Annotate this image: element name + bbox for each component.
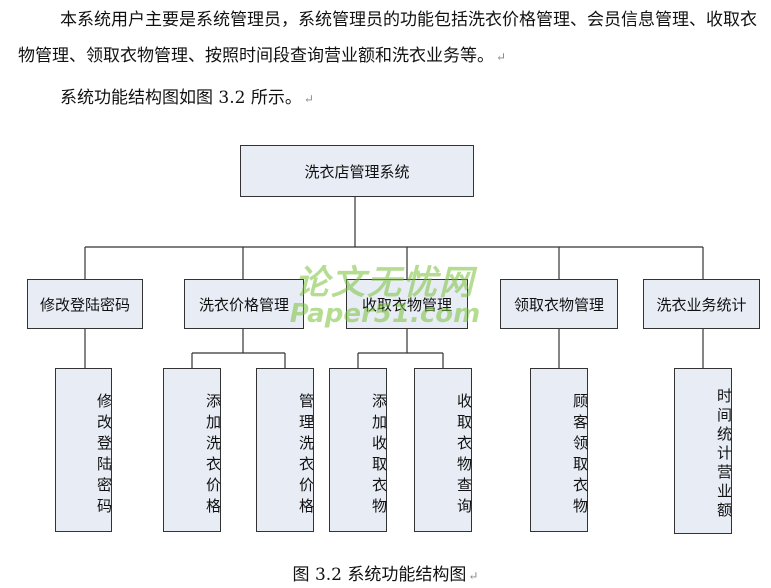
leaf-node: 添加收取衣物: [329, 368, 388, 532]
intro-paragraph-2: 系统功能结构图如图 3.2 所示。↵: [60, 88, 314, 108]
watermark-en: Paper51.com: [289, 299, 481, 329]
module-node: 领取衣物管理: [500, 279, 618, 329]
leaf-node: 顾客领取衣物: [530, 368, 589, 532]
module-node: 洗衣业务统计: [643, 279, 760, 329]
module-node: 洗衣价格管理: [184, 279, 304, 329]
leaf-node: 修改登陆密码: [55, 368, 113, 532]
leaf-node: 添加洗衣价格: [163, 368, 222, 532]
module-node: 修改登陆密码: [27, 279, 143, 329]
leaf-node: 时间统计营业额: [674, 368, 733, 534]
module-node: 收取衣物管理: [346, 279, 468, 329]
paragraph-mark-icon: ↵: [496, 50, 507, 64]
figure-caption: 图 3.2 系统功能结构图↵: [292, 565, 479, 585]
intro-paragraph-1: 本系统用户主要是系统管理员，系统管理员的功能包括洗衣价格管理、会员信息管理、收取…: [18, 10, 757, 66]
leaf-node: 管理洗衣价格: [256, 368, 315, 532]
leaf-node: 收取衣物查询: [414, 368, 473, 532]
watermark-logo: 论文无忧网 Paper51.com: [280, 255, 490, 335]
root-node: 洗衣店管理系统: [240, 145, 474, 197]
watermark-cn: 论文无忧网: [295, 263, 475, 303]
paragraph-mark-icon: ↵: [468, 569, 479, 583]
paragraph-mark-icon: ↵: [303, 92, 314, 106]
